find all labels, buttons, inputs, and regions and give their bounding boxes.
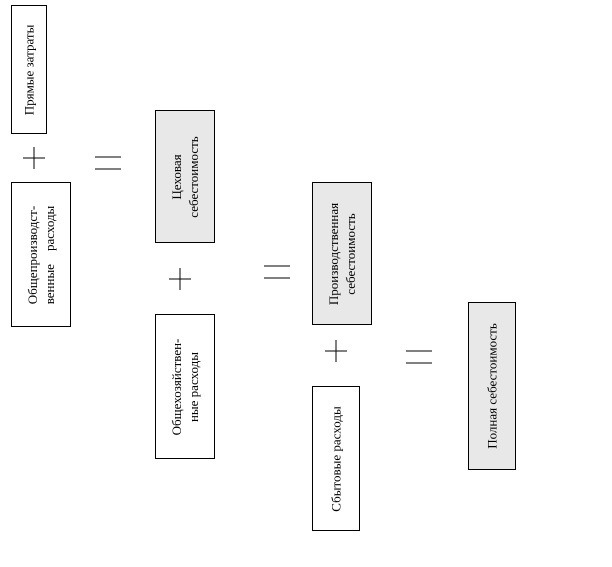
box-full-cost-label: Полная себестоимость — [484, 323, 501, 449]
equals-sign-3 — [406, 350, 432, 364]
box-production-cost-line-2: себестоимость — [343, 212, 358, 295]
box-shop-cost-line-1: Цеховая — [169, 153, 184, 200]
plus-sign-1 — [23, 147, 45, 169]
box-shop-cost-label: Цеховая себестоимость — [168, 136, 202, 217]
equals-sign-1 — [95, 156, 121, 170]
equals-sign-2 — [264, 265, 290, 279]
box-selling-expenses-line-1: Сбытовые расходы — [328, 405, 344, 512]
box-shop-cost-line-2: себестоимость — [186, 135, 201, 218]
plus-sign-2 — [169, 268, 191, 290]
box-direct-costs-line-1: Прямые затраты — [21, 24, 37, 115]
box-general-production-line-2: венные расходы — [42, 205, 57, 304]
box-direct-costs-label: Прямые затраты — [21, 24, 38, 115]
box-general-business-line-1: Общехозяйствен- — [169, 338, 184, 435]
plus-sign-3 — [325, 340, 347, 362]
box-general-business-label: Общехозяйствен- ные расходы — [168, 338, 202, 435]
box-production-cost-line-1: Производственная — [326, 202, 341, 305]
box-general-business-expenses: Общехозяйствен- ные расходы — [155, 314, 215, 459]
box-general-business-line-2: ные расходы — [186, 351, 201, 422]
box-direct-costs: Прямые затраты — [11, 5, 47, 134]
box-general-production-label: Общепроизводст- венные расходы — [24, 205, 58, 304]
box-full-cost: Полная себестоимость — [468, 302, 516, 470]
box-shop-cost: Цеховая себестоимость — [155, 110, 215, 243]
box-production-cost: Производственная себестоимость — [312, 182, 372, 325]
box-general-production-expenses: Общепроизводст- венные расходы — [11, 182, 71, 327]
box-selling-expenses: Сбытовые расходы — [312, 386, 360, 531]
box-general-production-line-1: Общепроизводст- — [25, 205, 40, 304]
box-full-cost-line-1: Полная себестоимость — [484, 323, 500, 449]
box-production-cost-label: Производственная себестоимость — [325, 202, 359, 304]
box-selling-expenses-label: Сбытовые расходы — [328, 406, 345, 511]
